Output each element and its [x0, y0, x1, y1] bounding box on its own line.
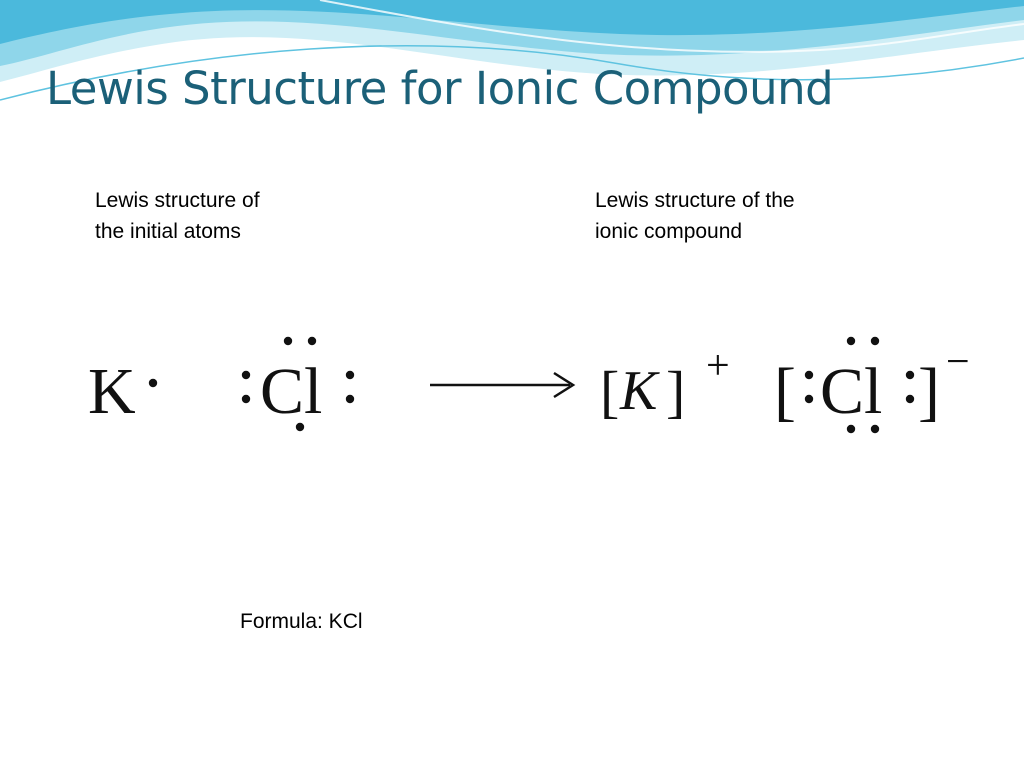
- product-potassium-symbol: K: [619, 360, 660, 422]
- chlorine-dot-right-1: [345, 370, 355, 380]
- cation-right-bracket: ]: [666, 359, 685, 424]
- chloride-dot-top-2: [870, 336, 880, 346]
- chloride-dot-bottom-1: [846, 424, 856, 434]
- lewis-equation: K Cl [ K ] + [ Cl ] −: [88, 336, 970, 434]
- wave-line: [0, 45, 1024, 101]
- chloride-dot-left-1: [804, 370, 814, 380]
- product-chlorine-symbol: Cl: [820, 355, 882, 428]
- chlorine-dot-top-2: [307, 336, 317, 346]
- caption-ionic-compound-line1: Lewis structure of the: [595, 189, 795, 212]
- wave-line-2: [319, 0, 1024, 53]
- anion-charge: −: [946, 339, 970, 385]
- reactant-potassium-symbol: K: [88, 355, 136, 428]
- caption-initial-atoms-line1: Lewis structure of: [95, 189, 260, 212]
- potassium-valence-dot: [148, 378, 158, 388]
- reaction-arrow-head: [553, 371, 576, 399]
- slide-title: Lewis Structure for Ionic Compound: [46, 62, 834, 115]
- chloride-dot-top-1: [846, 336, 856, 346]
- wave-dark: [0, 0, 1024, 44]
- caption-ionic-compound: Lewis structure of the ionic compound: [595, 185, 795, 247]
- caption-initial-atoms: Lewis structure of the initial atoms: [95, 185, 260, 247]
- header-wave-decoration: [0, 0, 1024, 101]
- formula-label: Formula: KCl: [240, 610, 363, 633]
- chloride-dot-right-2: [905, 394, 915, 404]
- chlorine-dot-top-1: [283, 336, 293, 346]
- chlorine-dot-left-2: [241, 394, 251, 404]
- anion-right-bracket: ]: [918, 355, 940, 428]
- caption-initial-atoms-line2: the initial atoms: [95, 220, 241, 243]
- chlorine-dot-left-1: [241, 370, 251, 380]
- cation-charge: +: [706, 343, 730, 389]
- cation-left-bracket: [: [600, 359, 619, 424]
- chloride-dot-left-2: [804, 394, 814, 404]
- chloride-dot-bottom-2: [870, 424, 880, 434]
- chloride-dot-right-1: [905, 370, 915, 380]
- reactant-chlorine-symbol: Cl: [260, 355, 322, 428]
- caption-ionic-compound-line2: ionic compound: [595, 220, 743, 243]
- chlorine-dot-bottom: [295, 422, 305, 432]
- chlorine-dot-right-2: [345, 394, 355, 404]
- anion-left-bracket: [: [774, 355, 796, 428]
